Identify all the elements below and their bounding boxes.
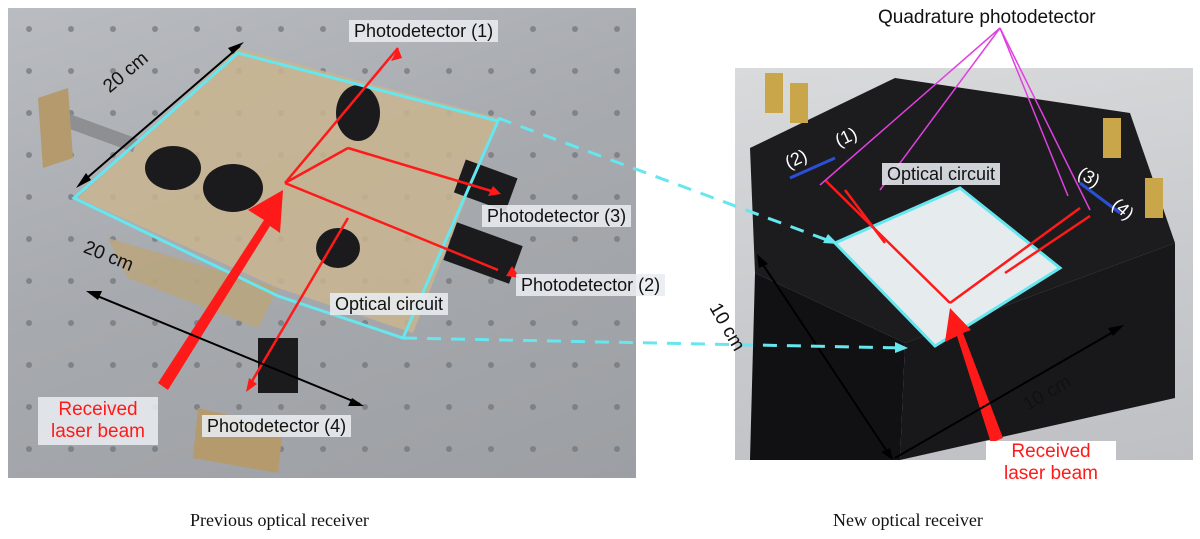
optical-paths-new [824, 179, 1091, 305]
optical-circuit-outline [71, 51, 501, 340]
caption-previous-receiver: Previous optical receiver [190, 510, 369, 530]
received-beam-arrow-new [945, 308, 1003, 443]
new-receiver-scene [750, 73, 1175, 460]
detector-bar-right [1079, 181, 1121, 215]
photodetector-2-label: Photodetector (2) [516, 274, 666, 296]
photodetector-3-label: Photodetector (3) [482, 205, 632, 227]
photodetector-1-label: Photodetector (1) [349, 20, 499, 42]
new-receiver-photo [735, 68, 1193, 460]
received-beam-line2: laser beam [51, 420, 145, 442]
quadrature-photodetector-label: Quadrature photodetector [878, 7, 1096, 28]
caption-new-receiver: New optical receiver [833, 510, 983, 530]
received-beam-label-left: Received laser beam [38, 397, 158, 445]
optical-circuit-label-left: Optical circuit [330, 293, 449, 315]
optical-paths [246, 47, 499, 389]
received-beam-label-right: Received laser beam [986, 441, 1116, 485]
quadrature-pointers [819, 27, 1091, 211]
photodetector-4-label: Photodetector (4) [202, 415, 352, 437]
dimension-arrow-side [89, 292, 361, 405]
received-beam-arrow [158, 190, 283, 390]
connector-dashed-bottom [402, 336, 906, 350]
optical-circuit-label-right: Optical circuit [882, 163, 1001, 185]
received-beam-line1-new: Received [1011, 441, 1091, 462]
dimension-arrow-top [79, 45, 241, 185]
received-beam-line2-new: laser beam [1004, 462, 1098, 484]
previous-receiver-photo [8, 8, 636, 478]
connector-dashed-top [497, 116, 836, 245]
optical-circuit-chip [832, 186, 1063, 348]
dimension-arrow-left [759, 259, 891, 457]
dimension-arrow-bottom [894, 327, 1121, 459]
detector-bar-left [789, 156, 836, 180]
received-beam-line1: Received [58, 399, 138, 420]
